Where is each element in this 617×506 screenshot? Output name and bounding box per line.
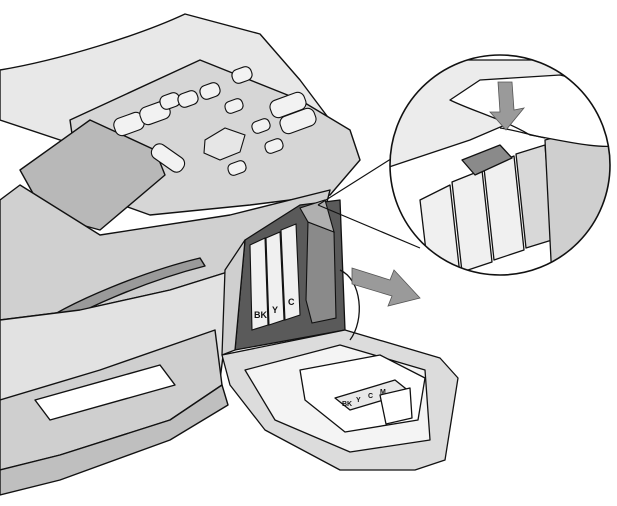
callout-leader-bottom <box>317 204 421 249</box>
cartridge-m-pulled <box>305 221 337 324</box>
ink-cover-open <box>221 269 459 471</box>
cover-cable <box>339 269 360 341</box>
cartridge-bk <box>249 237 269 331</box>
ink-cartridges <box>249 199 337 331</box>
base-shadow <box>0 384 229 496</box>
cartridge-c <box>280 223 301 321</box>
panel-buttons <box>113 66 317 176</box>
cartridge-y <box>265 231 285 326</box>
fingernail <box>499 127 546 139</box>
panel-button <box>199 82 221 100</box>
cartridge-label-c: C <box>288 297 295 307</box>
panel-button <box>251 118 271 134</box>
callout-border <box>389 54 611 276</box>
ink-bay-wall <box>221 239 246 356</box>
push-down-arrow-icon <box>489 81 526 131</box>
cover-label-c: C <box>368 393 373 400</box>
pull-arrow-icon <box>351 267 421 307</box>
pull-arrow <box>351 267 421 307</box>
panel-button <box>264 138 284 154</box>
panel-button <box>150 143 186 173</box>
cover-label-bk: BK <box>342 401 352 408</box>
cartridge-label-y: Y <box>272 305 278 315</box>
panel-button <box>177 90 199 108</box>
navigation-pad <box>203 127 246 161</box>
panel-button <box>224 98 244 114</box>
printer-body <box>0 13 361 496</box>
cartridge-label-bk: BK <box>254 310 267 320</box>
callout-cartridge <box>451 169 493 273</box>
magnified-callout <box>389 54 611 276</box>
cover-label-m: M <box>380 389 386 396</box>
panel-button <box>227 160 247 176</box>
tray-front <box>34 364 176 421</box>
cover-latch <box>379 387 413 425</box>
panel-button <box>279 107 317 135</box>
callout-cartridge-latch <box>461 144 513 176</box>
panel-button <box>231 66 253 84</box>
cover-label-y: Y <box>356 397 361 404</box>
